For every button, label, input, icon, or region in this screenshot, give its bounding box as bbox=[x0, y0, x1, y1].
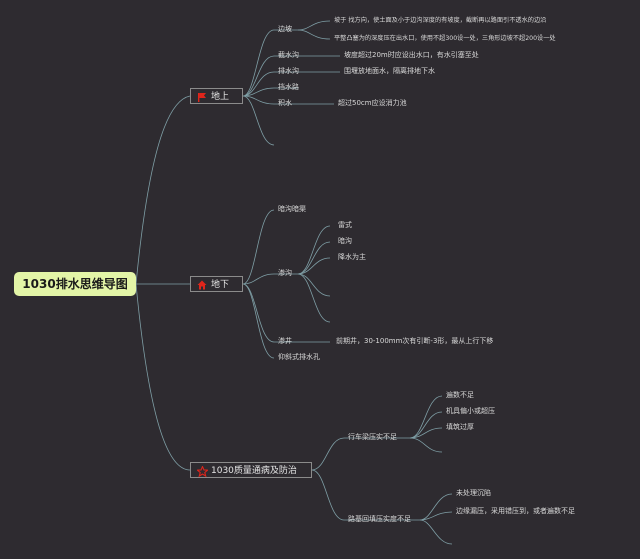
node-huanchong-child-2[interactable]: 边缘漏压，采用错压到，或者遍数不足 bbox=[456, 507, 575, 515]
node-paishuigou-note[interactable]: 围堰放地面水，隔离排地下水 bbox=[344, 67, 435, 75]
branch-below[interactable]: 地下 bbox=[190, 276, 243, 292]
node-kongxi-child-1[interactable]: 遍数不足 bbox=[446, 391, 474, 399]
node-anmang[interactable]: 暗沟暗渠 bbox=[278, 205, 306, 213]
node-jieshuigou-note[interactable]: 坡度超过20m时应设出水口，有水引塞至处 bbox=[344, 51, 479, 59]
node-shengou[interactable]: 渗沟 bbox=[278, 269, 292, 277]
node-shengou-child-3[interactable]: 降水为主 bbox=[338, 253, 366, 261]
node-yangchang[interactable]: 仰斜式排水孔 bbox=[278, 353, 320, 361]
branch-quality[interactable]: 1030质量通病及防治 bbox=[190, 462, 312, 478]
node-jishui[interactable]: 积水 bbox=[278, 99, 292, 107]
branch-above-label: 地上 bbox=[211, 92, 230, 102]
node-kongxi[interactable]: 行车梁压实不足 bbox=[348, 433, 397, 441]
root-node[interactable]: 1030排水思维导图 bbox=[14, 272, 136, 296]
red-star-icon bbox=[197, 466, 208, 477]
node-tiaoshuiba[interactable]: 挡水路 bbox=[278, 83, 299, 91]
node-bianpo[interactable]: 边坡 bbox=[278, 25, 292, 33]
node-kongxi-child-3[interactable]: 填筑过厚 bbox=[446, 423, 474, 431]
red-house-icon bbox=[197, 280, 207, 290]
node-jieshuigou[interactable]: 截水沟 bbox=[278, 51, 299, 59]
branch-quality-label: 1030质量通病及防治 bbox=[211, 466, 297, 476]
node-bianpo-child-1[interactable]: 坡于 找方向，使土面及小于边沟深度的有坡度，截断再以路面引不透水的边沿 bbox=[334, 17, 547, 24]
node-shenjing[interactable]: 渗井 bbox=[278, 337, 292, 345]
branch-below-label: 地下 bbox=[211, 280, 230, 290]
node-shengou-child-2[interactable]: 暗沟 bbox=[338, 237, 352, 245]
node-kongxi-child-2[interactable]: 机具偏小或超压 bbox=[446, 407, 495, 415]
node-huanchong[interactable]: 路基回填压实度不足 bbox=[348, 515, 411, 523]
node-shengou-child-1[interactable]: 雷式 bbox=[338, 221, 352, 229]
node-bianpo-child-2[interactable]: 平整凸塞为的深度压在出水口，使用不超300设一处，三角形边坡不超200设一处 bbox=[334, 35, 556, 42]
red-flag-icon bbox=[198, 93, 206, 102]
branch-above[interactable]: 地上 bbox=[190, 88, 243, 104]
node-shenjing-note[interactable]: 前期井，30-100mm次有引断-3形，最从上行下移 bbox=[336, 337, 494, 345]
node-paishuigou[interactable]: 排水沟 bbox=[278, 67, 299, 75]
node-jishui-note[interactable]: 超过50cm应设消力池 bbox=[338, 99, 407, 107]
node-huanchong-child-1[interactable]: 未处理沉陷 bbox=[456, 489, 491, 497]
